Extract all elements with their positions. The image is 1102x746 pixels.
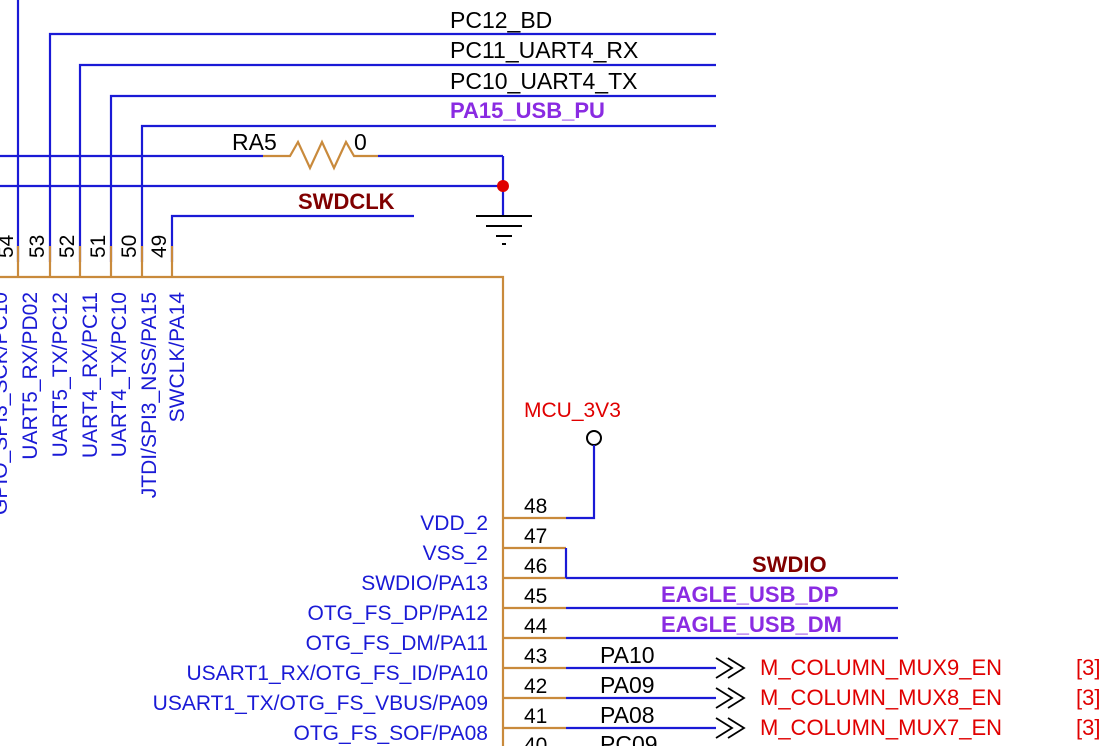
net-label-pc11: PC11_UART4_RX xyxy=(450,37,638,63)
top-pin-number: 52 xyxy=(56,235,79,258)
top-pin-number: 54 xyxy=(0,234,18,258)
swdclk-label: SWDCLK xyxy=(298,189,395,214)
right-pin-stubs xyxy=(503,516,566,730)
power-pin-icon xyxy=(586,430,602,446)
pa-label: PA09 xyxy=(600,672,655,698)
top-pin-number: 50 xyxy=(118,235,141,258)
net-label-pa15: PA15_USB_PU xyxy=(450,98,605,123)
right-pin-name: USART1_RX/OTG_FS_ID/PA10 xyxy=(187,662,489,685)
resistor-zigzag xyxy=(263,139,378,171)
resistor-value: 0 xyxy=(354,129,367,155)
right-pin-number: 45 xyxy=(524,585,547,608)
top-pin-name: SWCLK/PA14 xyxy=(166,292,189,423)
right-pin-name: SWDIO/PA13 xyxy=(361,572,488,595)
top-net-wires xyxy=(0,0,716,262)
net-label-swdio: SWDIO xyxy=(752,552,827,577)
output-net-name: M_COLUMN_MUX9_EN xyxy=(760,655,1002,680)
top-pin-number: 49 xyxy=(148,235,171,258)
top-pin-name: UART4_RX/PC11 xyxy=(79,292,102,458)
top-pin-name: UART4_TX/PC10 xyxy=(108,292,131,457)
wire-pc11 xyxy=(78,63,716,262)
wire-power xyxy=(566,445,596,520)
wire-pc10 xyxy=(109,94,716,262)
wire-swdclk xyxy=(170,214,414,262)
top-pin-number: 51 xyxy=(87,235,110,258)
right-pin-number: 48 xyxy=(524,495,547,518)
net-label-usb-dm: EAGLE_USB_DM xyxy=(661,612,842,637)
top-pin-stubs xyxy=(16,246,174,277)
ground-icon xyxy=(476,215,532,245)
net-label-pc12: PC12_BD xyxy=(450,7,552,33)
right-pin-number: 43 xyxy=(524,645,547,668)
right-pin-number: 47 xyxy=(524,525,547,548)
right-net-wires xyxy=(566,576,898,730)
right-pin-name: OTG_FS_DP/PA12 xyxy=(307,602,488,625)
output-net-ref: [3] xyxy=(1076,655,1100,680)
top-pin-name: JTDI/SPI3_NSS/PA15 xyxy=(138,292,161,498)
ic-body-outline xyxy=(0,275,505,746)
right-pin-name: OTG_FS_DM/PA11 xyxy=(306,632,488,655)
right-pin-number: 40 xyxy=(524,734,547,746)
resistor-ra5: RA5 0 xyxy=(232,129,378,171)
net-label-pc10: PC10_UART4_TX xyxy=(450,68,638,94)
offpage-connector-icons xyxy=(715,657,746,739)
output-net-name: M_COLUMN_MUX8_EN xyxy=(760,685,1002,710)
right-pin-number: 42 xyxy=(524,675,547,698)
top-pin-number: 53 xyxy=(26,235,49,258)
pa-label: PA08 xyxy=(600,702,655,728)
junction-dot xyxy=(497,180,509,192)
right-pin-name: USART1_TX/OTG_FS_VBUS/PA09 xyxy=(153,692,488,715)
net-label-usb-dp: EAGLE_USB_DP xyxy=(661,582,838,607)
resistor-ref: RA5 xyxy=(232,129,277,155)
top-pin-name: UART5_RX/PD02 xyxy=(19,292,42,460)
power-label: MCU_3V3 xyxy=(524,399,621,422)
top-pin-name: UART5_TX/PC12 xyxy=(49,292,72,457)
right-pin-number: 41 xyxy=(524,705,547,728)
output-net-ref: [3] xyxy=(1076,685,1100,710)
top-pin-name: GPIO_SPI3_SCK/PC10 xyxy=(0,292,12,515)
right-pin-name: VSS_2 xyxy=(423,542,488,565)
right-pin-name: VDD_2 xyxy=(420,512,488,535)
output-net-ref: [3] xyxy=(1076,715,1100,740)
right-pin-number: 44 xyxy=(524,615,548,638)
right-pin-name: OTG_FS_SOF/PA08 xyxy=(293,722,488,745)
wire-pa15 xyxy=(140,124,716,262)
pa-label: PA10 xyxy=(600,642,655,668)
output-net-name: M_COLUMN_MUX7_EN xyxy=(760,715,1002,740)
right-pin-number: 46 xyxy=(524,555,547,578)
pa-label: PC09 xyxy=(600,731,658,746)
